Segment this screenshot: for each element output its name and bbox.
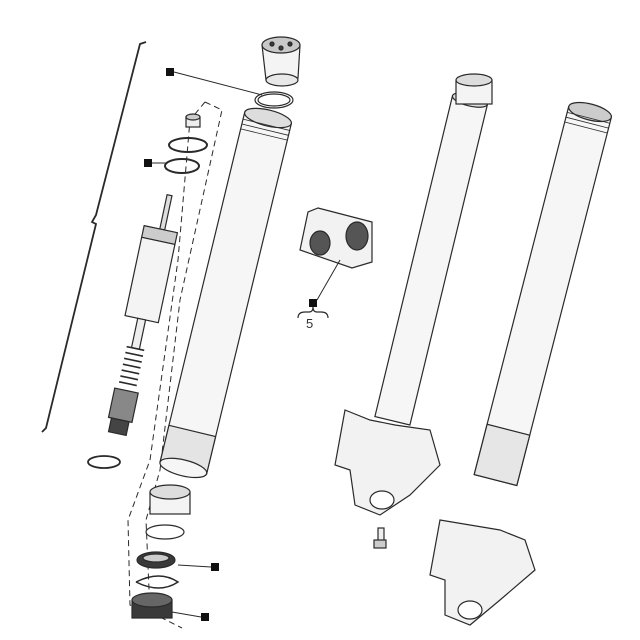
callout-number: 5: [306, 316, 314, 331]
lower-ring: [87, 455, 121, 469]
bushing: [149, 484, 191, 515]
o-ring-top-inner: [257, 93, 291, 107]
o-ring-2: [164, 158, 200, 174]
right-fork-assembly: [473, 101, 613, 487]
callout-markers: [144, 68, 317, 621]
seal-kit-bag: [299, 207, 373, 269]
circlip: [135, 575, 180, 589]
o-ring-1: [168, 137, 208, 153]
callout-marker: [144, 159, 152, 167]
middle-inner-tube: [374, 92, 489, 426]
small-nut: [185, 113, 201, 128]
o-ring-top: [254, 91, 294, 109]
callout-marker: [309, 299, 317, 307]
fork-top-cap: [261, 36, 301, 87]
brace-icon: [297, 306, 329, 319]
left-outer-tube: [159, 107, 293, 479]
callout-leaders: [152, 71, 341, 618]
bolt: [373, 527, 387, 549]
callout-marker: [166, 68, 174, 76]
washer: [145, 524, 185, 540]
oil-seal-inner: [142, 553, 170, 563]
dust-seal: [131, 592, 173, 619]
top-bushing: [455, 73, 493, 105]
damper-cartridge: [107, 193, 179, 437]
callout-marker: [211, 563, 219, 571]
middle-axle-foot: [334, 409, 441, 516]
right-axle-foot: [429, 519, 536, 626]
callout-marker: [201, 613, 209, 621]
assembly-bracket: [41, 41, 147, 433]
